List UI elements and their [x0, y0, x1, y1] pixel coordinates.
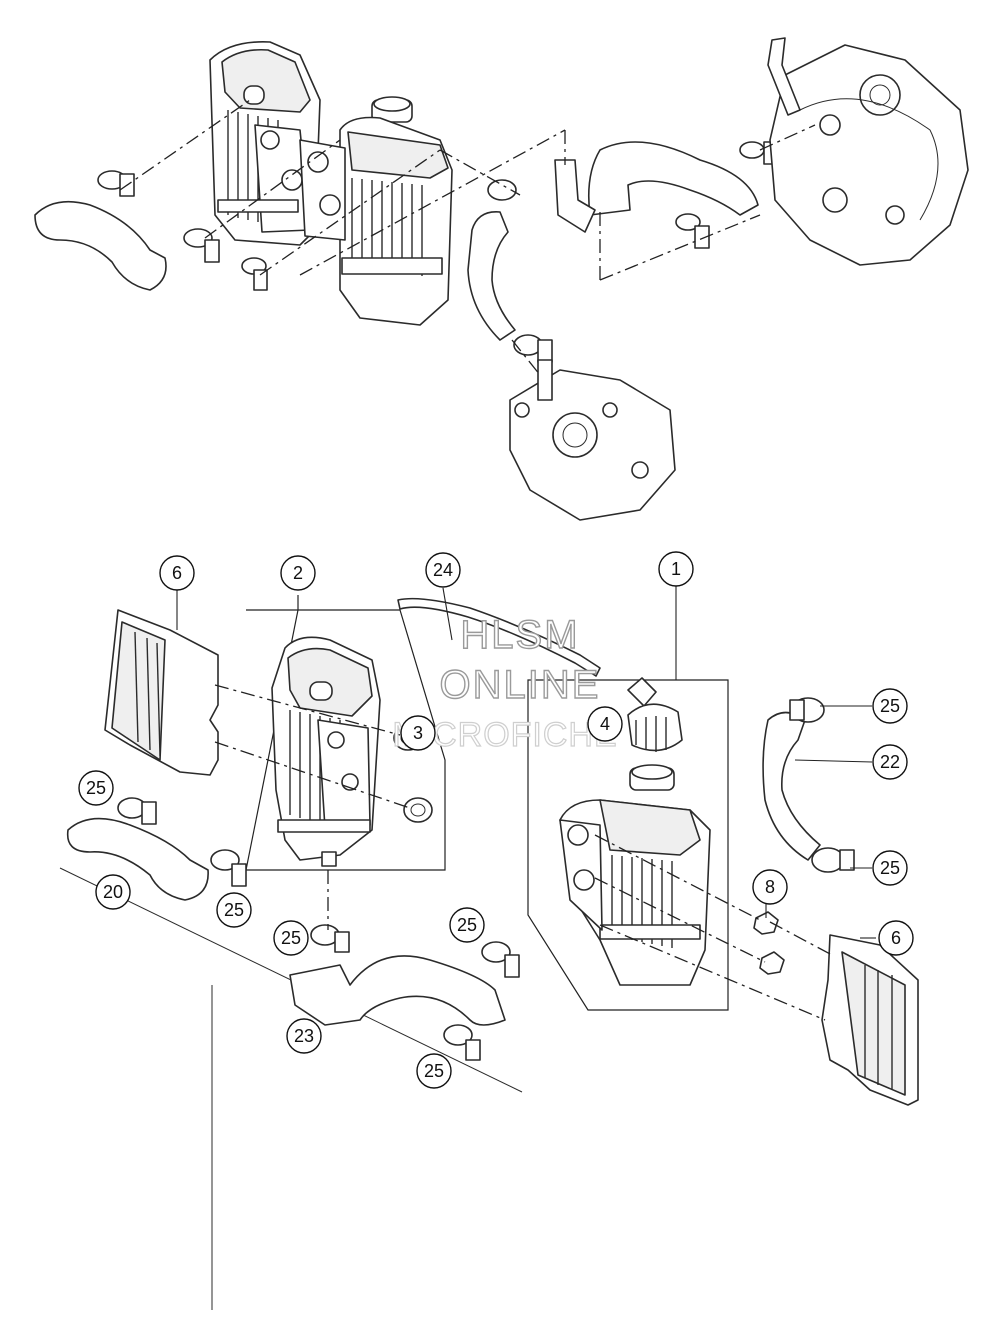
callout-label: 4 [600, 714, 610, 734]
top-hose-center [467, 211, 516, 341]
callout-6-right: 6 [878, 920, 914, 956]
callout-label: 25 [86, 778, 106, 798]
callout-25-left: 25 [78, 770, 114, 806]
top-assembly [34, 37, 969, 521]
callout-label: 1 [671, 559, 681, 579]
callout-1: 1 [658, 551, 694, 587]
top-crankcase [767, 37, 969, 266]
callout-label: 3 [413, 723, 423, 743]
hose-23 [289, 955, 506, 1026]
callout-label: 8 [765, 877, 775, 897]
clamps-25 [117, 697, 855, 1061]
callout-20: 20 [95, 874, 131, 910]
radiator-2 [271, 636, 381, 867]
radiator-1 [559, 764, 711, 986]
callout-25-bottom: 25 [416, 1053, 452, 1089]
left-shroud [104, 609, 219, 776]
callout-2: 2 [280, 555, 316, 591]
callout-label: 25 [224, 900, 244, 920]
callout-label: 2 [293, 563, 303, 583]
bolts-8 [753, 911, 785, 975]
callout-25-mid-left: 25 [273, 920, 309, 956]
box-part-1 [527, 679, 729, 1011]
callout-label: 24 [433, 560, 453, 580]
hose-22 [762, 711, 821, 861]
callout-label: 23 [294, 1026, 314, 1046]
callout-22: 22 [872, 744, 908, 780]
watermark-line1: HLSM [460, 613, 579, 657]
callout-label: 25 [281, 928, 301, 948]
callouts: 6 2 24 1 3 4 25 22 [78, 551, 914, 1089]
watermark-line2: ONLINE [440, 663, 601, 707]
hose-20 [66, 817, 209, 901]
callout-label: 25 [424, 1061, 444, 1081]
callout-25-right: 25 [872, 850, 908, 886]
top-left-radiator [209, 41, 321, 246]
callout-3: 3 [400, 715, 436, 751]
callout-label: 6 [172, 563, 182, 583]
callout-label: 6 [891, 928, 901, 948]
callout-8: 8 [752, 869, 788, 905]
callout-25-mid: 25 [449, 907, 485, 943]
top-cylinder [509, 359, 676, 521]
callout-25-lower-left: 25 [216, 892, 252, 928]
leader-lines [176, 586, 876, 939]
callout-label: 25 [880, 696, 900, 716]
callout-6-left: 6 [159, 555, 195, 591]
callout-24: 24 [425, 552, 461, 588]
callout-label: 25 [457, 915, 477, 935]
callout-4: 4 [587, 706, 623, 742]
top-hose-left [34, 200, 167, 291]
box-part-2 [245, 595, 446, 871]
callout-label: 22 [880, 752, 900, 772]
callout-25-top-right: 25 [872, 688, 908, 724]
top-right-radiator [299, 96, 453, 326]
filler-cap-4 [627, 703, 683, 752]
right-shroud [821, 934, 919, 1106]
top-clamps [97, 141, 779, 363]
top-assembly-lines [119, 99, 816, 376]
callout-label: 25 [880, 858, 900, 878]
top-hose-right [587, 141, 759, 216]
callout-23: 23 [286, 1018, 322, 1054]
watermark: HLSM ONLINE MICROFICHE [392, 612, 618, 754]
callout-label: 20 [103, 882, 123, 902]
bottom-assembly-lines [214, 684, 833, 1021]
vent-hose-24 [397, 597, 601, 677]
